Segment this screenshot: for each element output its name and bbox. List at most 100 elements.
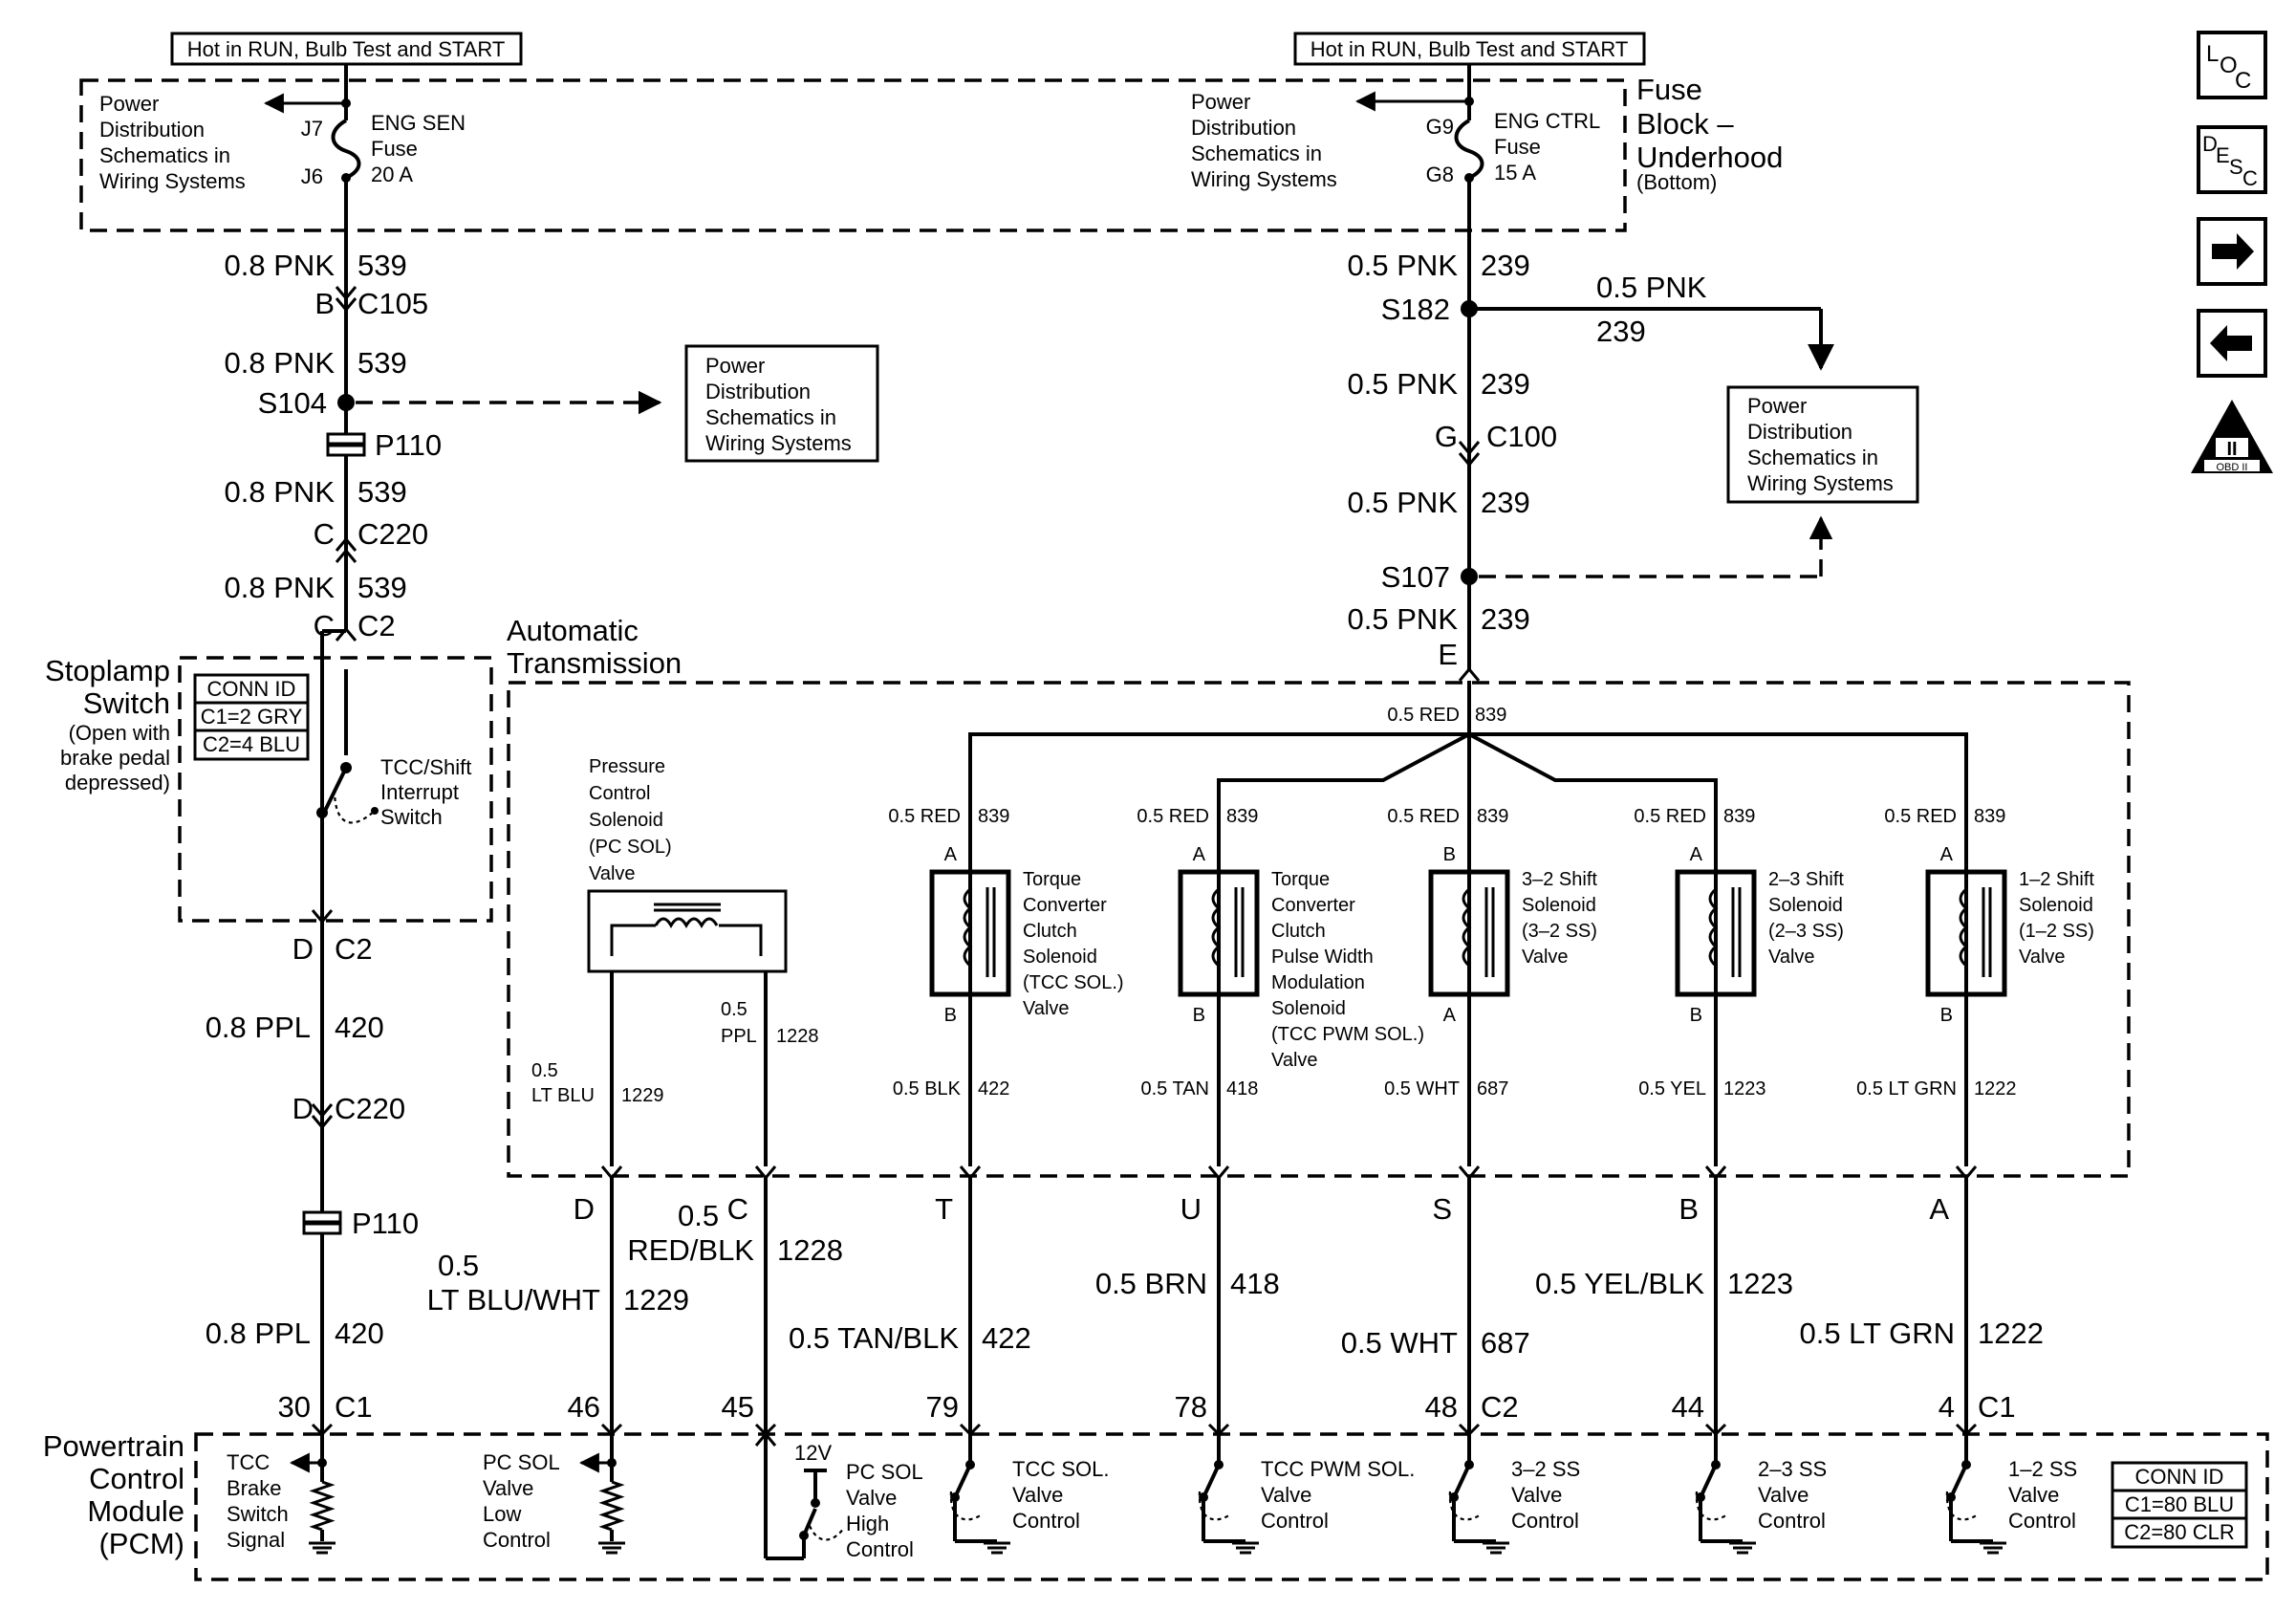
- desc-icon-e: E: [2216, 143, 2230, 167]
- solenoid-1-label-3: Clutch: [1023, 921, 1077, 942]
- solenoid-1-pin-bottom: B: [944, 1005, 957, 1026]
- pcm-12v-label: 12V: [794, 1441, 832, 1465]
- stoplamp-switch: Stoplamp Switch (Open with brake pedal d…: [45, 654, 493, 923]
- desc-icon-c: C: [2242, 166, 2258, 190]
- feed-839-label: 0.5 RED: [1387, 705, 1460, 726]
- stoplamp-conn-id: CONN ID C1=2 GRY C2=4 BLU: [193, 673, 310, 761]
- harness-7-circuit: 1222: [1978, 1317, 2044, 1350]
- harness-1-label-2: LT BLU/WHT: [427, 1283, 600, 1317]
- solenoid-3-body: [1428, 869, 1510, 997]
- stoplamp-note-1: (Open with: [69, 721, 170, 745]
- s182-ref-box: Power Distribution Schematics in Wiring …: [1726, 385, 1919, 504]
- splice-s104: [337, 394, 355, 411]
- pcm-block-6-label-2: Valve: [1511, 1483, 1562, 1507]
- fuse-left-ref-1: Power: [99, 92, 159, 116]
- harness-5-label-1: 0.5 WHT: [1341, 1326, 1458, 1360]
- solenoid-2-label-8: Valve: [1271, 1050, 1318, 1071]
- pc-left-wire-size: 0.5: [531, 1060, 558, 1081]
- solenoid-2-label-3: Clutch: [1271, 921, 1326, 942]
- wire-539-circuit-4: 539: [357, 571, 407, 604]
- wire-420-label-1: 0.8 PPL: [206, 1011, 311, 1044]
- solenoid-1-label-2: Converter: [1023, 895, 1107, 916]
- stoplamp-conn-id-c2: C2=4 BLU: [203, 732, 300, 756]
- trans-out-pin-7: A: [1929, 1192, 1949, 1226]
- s182-ref-1: Power: [1747, 394, 1807, 418]
- desc-icon[interactable]: D E S C: [2197, 125, 2267, 194]
- fuse-right-ref-4: Wiring Systems: [1191, 167, 1337, 191]
- solenoid-1-top-wire: 0.5 RED: [888, 806, 961, 827]
- pcm-block-3-label-3: High: [846, 1512, 889, 1535]
- c100-pin: G: [1435, 420, 1458, 453]
- solenoid-2-bottom-circuit: 418: [1226, 1078, 1258, 1099]
- solenoid-5-body: [1925, 869, 2007, 997]
- pcm-block-7-label-2: Valve: [1758, 1483, 1809, 1507]
- fuse-block-title-2: Block –: [1636, 107, 1734, 141]
- fuse-left-ref-2: Distribution: [99, 118, 205, 142]
- forward-arrow-icon[interactable]: [2197, 217, 2267, 286]
- solenoid-2-label-6: Solenoid: [1271, 998, 1346, 1019]
- stoplamp-note-2: brake pedal: [60, 746, 170, 770]
- s107-label: S107: [1381, 560, 1450, 594]
- harness-5-conn: C2: [1481, 1390, 1519, 1424]
- solenoid-4-label-3: (2–3 SS): [1768, 921, 1844, 942]
- wire-239-circuit-2: 239: [1481, 367, 1530, 401]
- pcm-block-5-label-1: TCC PWM SOL.: [1261, 1457, 1415, 1481]
- pcm-block-3-label-4: Control: [846, 1537, 914, 1561]
- trans-out-pin-3: T: [935, 1192, 953, 1226]
- wire-420-label-2: 0.8 PPL: [206, 1317, 311, 1350]
- pcm-block-5-label-2: Valve: [1261, 1483, 1311, 1507]
- solenoid-5-pin-bottom: B: [1940, 1005, 1953, 1026]
- solenoid-5-label-4: Valve: [2019, 947, 2066, 968]
- harness-6-pcm-pin: 44: [1672, 1390, 1704, 1424]
- solenoid-1-label-5: (TCC SOL.): [1023, 972, 1124, 993]
- pc-sol-label-5: Valve: [589, 863, 636, 884]
- branch-239-circuit: 239: [1596, 315, 1646, 348]
- solenoid-4-top-wire: 0.5 RED: [1634, 806, 1706, 827]
- c220-top-label: C220: [357, 517, 428, 551]
- fuse-block-title-3: Underhood: [1636, 141, 1783, 174]
- s182-label: S182: [1381, 293, 1450, 326]
- pc-right-wire-size: 0.5: [721, 999, 747, 1020]
- wire-539-label-4: 0.8 PNK: [225, 571, 336, 604]
- harness-4-pcm-pin: 78: [1175, 1390, 1207, 1424]
- wire-539-label-2: 0.8 PNK: [225, 346, 336, 380]
- wire-539-circuit-1: 539: [357, 249, 407, 282]
- stoplamp-note-3: depressed): [65, 771, 170, 795]
- pcm-block-1-label-2: Brake: [227, 1476, 281, 1500]
- fuse-left-ref-4: Wiring Systems: [99, 169, 246, 193]
- solenoid-3-label-2: Solenoid: [1522, 895, 1596, 916]
- wire-239-circuit-4: 239: [1481, 602, 1530, 636]
- loc-icon-l: L: [2206, 41, 2219, 67]
- fuse-left-ref-3: Schematics in: [99, 143, 230, 167]
- loc-icon[interactable]: L O C: [2197, 31, 2267, 99]
- wire-539-circuit-2: 539: [357, 346, 407, 380]
- pcm-block-4-label-3: Control: [1012, 1509, 1080, 1533]
- pcm-block-3-label-2: Valve: [846, 1486, 897, 1510]
- pcm-block-1-label-4: Signal: [227, 1528, 285, 1552]
- solenoid-1-bottom-wire: 0.5 BLK: [893, 1078, 962, 1099]
- wire-239-label-3: 0.5 PNK: [1348, 486, 1459, 519]
- solenoid-5-top-wire: 0.5 RED: [1884, 806, 1957, 827]
- back-arrow-icon[interactable]: [2197, 309, 2267, 378]
- splice-s107: [1461, 568, 1478, 585]
- c2-top-pin: C: [314, 609, 335, 642]
- trans-pin-e: E: [1438, 638, 1458, 671]
- solenoid-1-top-circuit: 839: [978, 806, 1009, 827]
- obd-ii-icon[interactable]: II OBD II: [2191, 400, 2273, 473]
- c100-label: C100: [1486, 420, 1557, 453]
- solenoid-3-label-4: Valve: [1522, 947, 1569, 968]
- c220-bottom-pin: D: [292, 1092, 314, 1125]
- solenoid-2-bottom-wire: 0.5 TAN: [1140, 1078, 1209, 1099]
- c2-bottom-pin: D: [292, 932, 314, 966]
- solenoid-3-top-circuit: 839: [1477, 806, 1508, 827]
- s182-ref-4: Wiring Systems: [1747, 471, 1894, 495]
- transmission-title-2: Transmission: [507, 646, 682, 680]
